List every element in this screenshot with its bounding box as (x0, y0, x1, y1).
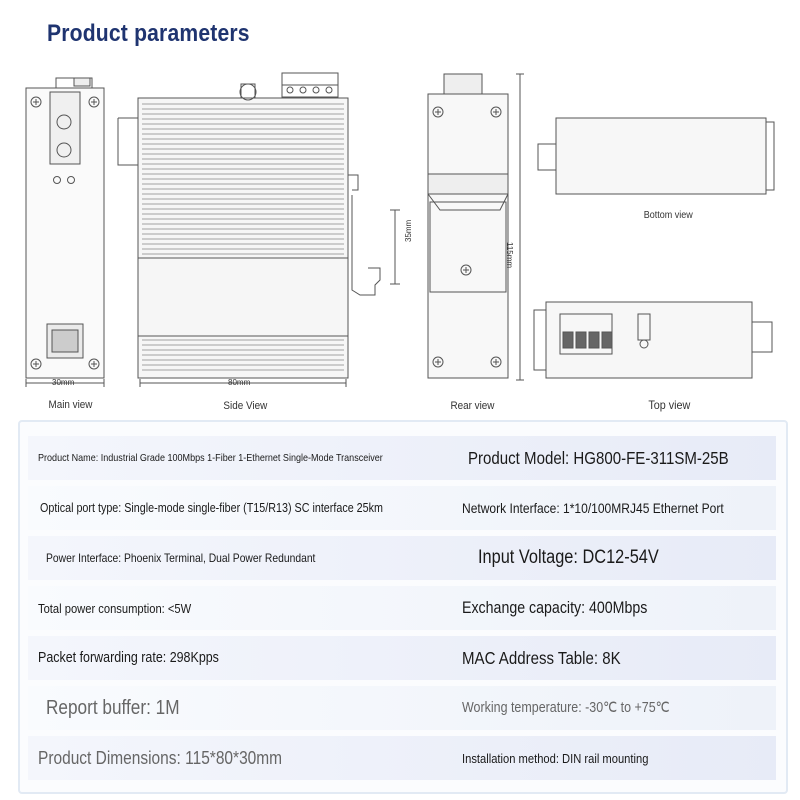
param-working-temperature: Working temperature: -30℃ to +75℃ (462, 700, 670, 716)
param-row: Packet forwarding rate: 298Kpps MAC Addr… (20, 636, 786, 680)
rear-view-drawing (427, 73, 524, 381)
param-row: Product Dimensions: 115*80*30mm Installa… (20, 736, 786, 780)
param-installation-method: Installation method: DIN rail mounting (462, 750, 649, 766)
top-view-drawing (533, 301, 773, 379)
caption-top-view: Top view (648, 398, 691, 412)
param-product-dimensions: Product Dimensions: 115*80*30mm (38, 747, 283, 768)
param-product-name: Product Name: Industrial Grade 100Mbps 1… (38, 452, 383, 464)
dim-height-115: 115mm (505, 242, 514, 269)
dim-width-30: 30mm (52, 378, 75, 387)
param-report-buffer: Report buffer: 1M (46, 696, 180, 719)
param-power-consumption: Total power consumption: <5W (38, 600, 192, 616)
param-product-model: Product Model: HG800-FE-311SM-25B (468, 447, 729, 468)
param-input-voltage: Input Voltage: DC12-54V (478, 547, 659, 568)
page-title: Product parameters (47, 20, 250, 47)
param-optical-port: Optical port type: Single-mode single-fi… (40, 501, 383, 515)
param-row: Optical port type: Single-mode single-fi… (20, 486, 786, 530)
param-mac-table: MAC Address Table: 8K (462, 647, 621, 668)
technical-drawings (25, 72, 775, 387)
param-row: Product Name: Industrial Grade 100Mbps 1… (20, 436, 786, 480)
param-exchange-capacity: Exchange capacity: 400Mbps (462, 598, 648, 617)
caption-main-view: Main view (48, 399, 93, 411)
param-packet-forwarding: Packet forwarding rate: 298Kpps (38, 650, 219, 666)
param-row: Power Interface: Phoenix Terminal, Dual … (20, 536, 786, 580)
param-row: Total power consumption: <5W Exchange ca… (20, 586, 786, 630)
caption-bottom-view: Bottom view (643, 210, 693, 221)
side-view-drawing (117, 72, 400, 387)
caption-side-view: Side View (223, 400, 268, 412)
bottom-view-drawing (537, 117, 775, 195)
caption-rear-view: Rear view (450, 400, 495, 412)
param-power-interface: Power Interface: Phoenix Terminal, Dual … (46, 551, 316, 565)
parameter-table: Product Name: Industrial Grade 100Mbps 1… (18, 420, 788, 794)
dim-width-80: 80mm (228, 378, 251, 387)
dim-rail-35: 35mm (404, 219, 413, 242)
main-view-drawing (25, 77, 105, 387)
param-row: Report buffer: 1M Working temperature: -… (20, 686, 786, 730)
param-network-interface: Network Interface: 1*10/100MRJ45 Etherne… (462, 500, 724, 516)
